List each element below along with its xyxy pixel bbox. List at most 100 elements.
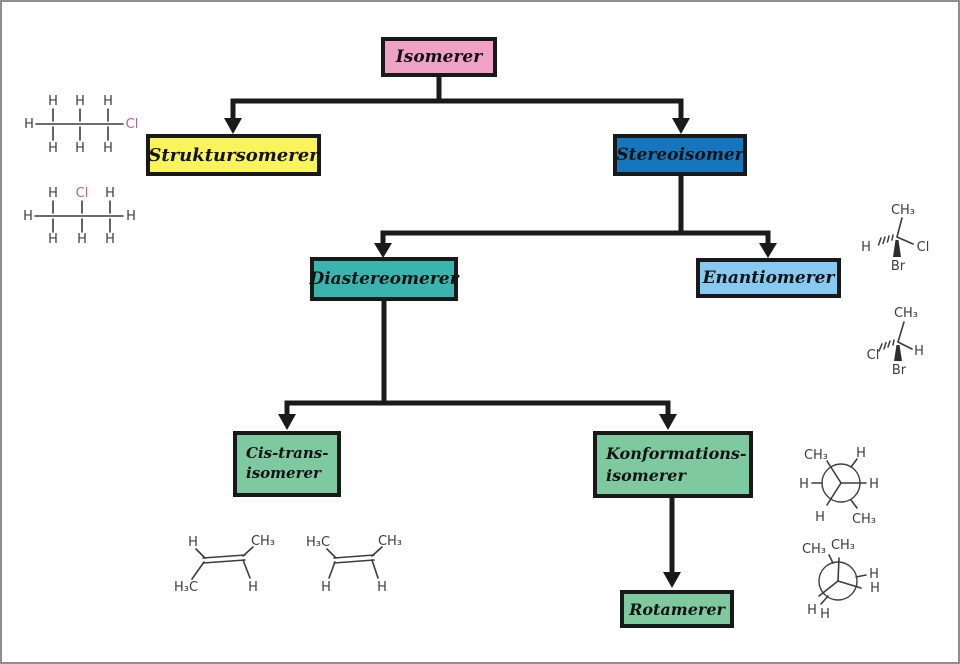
front-bond [826, 460, 842, 484]
arrowhead-icon [278, 414, 296, 430]
front-bond [818, 580, 839, 597]
arrowhead-icon [374, 243, 392, 258]
node-label-line1: Cis-trans- [246, 444, 329, 463]
back-bond [850, 499, 858, 509]
hashed-wedge-bond [882, 236, 886, 245]
back-bond [828, 554, 834, 564]
bond [896, 217, 903, 238]
hashed-wedge-bond [887, 340, 891, 348]
hashed-wedge-bond [883, 341, 887, 350]
structure-enantiomer-wedge-a: CH₃ H Cl Br [861, 203, 929, 274]
bond [242, 559, 251, 579]
methyl-label: CH₃ [891, 203, 915, 218]
back-bond [855, 574, 867, 578]
solid-wedge-bond [894, 345, 902, 361]
structure-cis-2-butene: H₃C CH₃ H H [306, 534, 402, 595]
atom-label: H [870, 581, 880, 596]
structure-2-chloropropane: H H H Cl H H H H [23, 186, 136, 247]
atom-label: H [188, 535, 198, 550]
atom-label: H [23, 209, 33, 224]
atom-label: H [48, 94, 58, 109]
node-label: Enantiomerer [702, 268, 835, 288]
bond [371, 546, 383, 557]
bond [897, 321, 905, 343]
hashed-wedge-bond [877, 237, 882, 246]
node-label: Isomerer [395, 47, 483, 67]
methyl-label: CH₃ [831, 538, 855, 553]
methyl-label: CH₃ [894, 306, 918, 321]
atom-label: Cl [867, 348, 880, 363]
arrowhead-icon [672, 118, 690, 134]
flowchart-node-diastereomerer: Diastereomerer [309, 257, 459, 301]
methyl-label: H₃C [174, 580, 198, 595]
bond [195, 548, 206, 559]
bond [371, 559, 379, 579]
node-label-line2: isomerer [246, 464, 321, 482]
flowchart-node-rotamerer: Rotamerer [620, 590, 734, 628]
methyl-label: CH₃ [804, 448, 828, 463]
connector-konformations-rotamerer [663, 498, 681, 588]
arrowhead-icon [663, 572, 681, 588]
structure-trans-2-butene: H CH₃ H₃C H [174, 534, 275, 595]
hashed-wedge-bond [891, 234, 894, 241]
hashed-wedge-bond [886, 235, 890, 243]
node-label: Stereoisomer [616, 145, 744, 165]
hashed-wedge-bond [892, 339, 895, 346]
atom-label: H [869, 477, 879, 492]
structure-enantiomer-wedge-b: CH₃ Cl H Br [867, 306, 924, 378]
arrowhead-icon [224, 118, 242, 134]
atom-label: H [248, 580, 258, 595]
front-bond [837, 580, 862, 589]
flowchart-node-isomerer: Isomerer [381, 37, 497, 77]
node-label: Diastereomerer [309, 269, 459, 289]
hashed-wedge-bond [878, 343, 883, 352]
chlorine-label: Cl [126, 117, 139, 132]
arrowhead-icon [759, 243, 777, 258]
atom-label: H [48, 186, 58, 201]
arrowhead-icon [659, 414, 677, 430]
back-bond [850, 458, 858, 468]
atom-label: H [75, 94, 85, 109]
front-bond [837, 557, 840, 582]
solid-wedge-bond [893, 240, 901, 257]
newman-ring [818, 561, 858, 601]
flowchart-node-enantiomerer: Enantiomerer [696, 258, 841, 298]
flowchart-node-struktursomerer: Struktursomerer [146, 134, 321, 176]
back-bond [820, 595, 829, 605]
atom-label: H [48, 141, 58, 156]
atom-label: H [856, 446, 866, 461]
bond [242, 546, 254, 557]
structure-1-chloropropane: H H H H H H H Cl [24, 94, 138, 156]
bond [897, 341, 913, 350]
double-bond [202, 554, 246, 559]
atom-label: H [48, 232, 58, 247]
atom-label: H [914, 344, 924, 359]
atom-label: Cl [917, 240, 930, 255]
connector-isomerer-branch [224, 77, 690, 134]
double-bond [333, 559, 375, 564]
methyl-label: CH₃ [378, 534, 402, 549]
flowchart-node-stereoisomer: Stereoisomer [613, 134, 747, 176]
atom-label: H [815, 510, 825, 525]
atom-label: Br [891, 259, 906, 274]
chlorine-label: Cl [76, 186, 89, 201]
atom-label: H [377, 580, 387, 595]
atom-label: Br [892, 363, 907, 378]
node-label-line2: isomerer [606, 465, 686, 485]
flowchart-node-cis-trans-isomerer: Cis-trans- isomerer [233, 431, 341, 497]
atom-label: H [807, 603, 817, 618]
atom-label: H [24, 117, 34, 132]
atom-label: H [799, 477, 809, 492]
atom-label: H [103, 141, 113, 156]
connector-stereoisomer-branch [374, 176, 777, 258]
bond [191, 561, 205, 580]
bond [326, 548, 337, 559]
flowchart-node-konformations-isomerer: Konformations- isomerer [593, 431, 753, 498]
structure-newman-staggered: CH₃ H H H H CH₃ [799, 446, 879, 527]
structure-newman-eclipsed: CH₃ CH₃ H H H H [802, 538, 880, 622]
bond [896, 236, 914, 245]
atom-label: H [77, 232, 87, 247]
front-bond [826, 482, 842, 506]
atom-label: H [103, 94, 113, 109]
